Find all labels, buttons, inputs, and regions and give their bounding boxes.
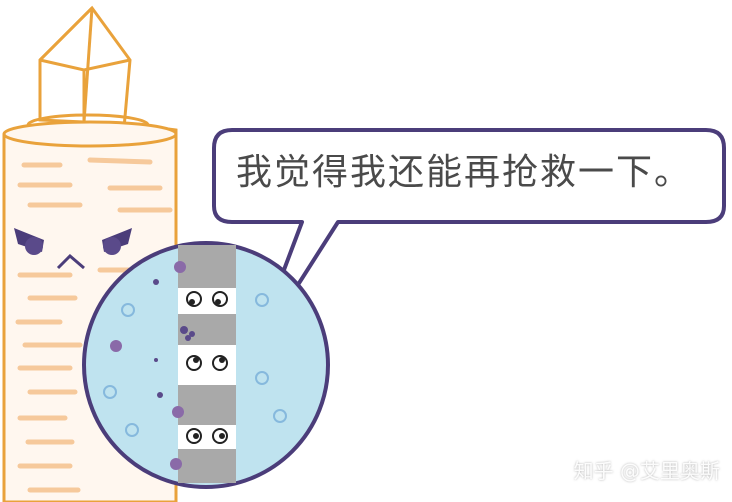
speech-bubble-text: 我觉得我还能再抢救一下。 bbox=[236, 152, 693, 193]
virus-icon bbox=[110, 261, 186, 470]
magnifier-lens bbox=[82, 241, 330, 489]
watermark: 知乎 @艾里奥斯 bbox=[573, 459, 720, 483]
angry-face bbox=[14, 228, 132, 270]
eyes-icon bbox=[186, 291, 228, 444]
